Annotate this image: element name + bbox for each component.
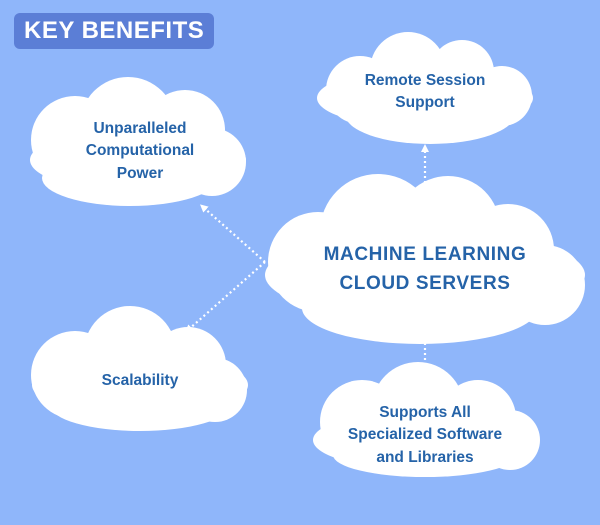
remote-session-label: Remote Session Support xyxy=(364,72,486,112)
specialized-software-label: Supports All Specialized Software and Li… xyxy=(347,404,503,466)
cloud-remote-session xyxy=(317,32,533,144)
cloud-computational-power xyxy=(30,77,246,206)
cloud-specialized-software xyxy=(313,362,540,477)
cloud-scalability xyxy=(31,306,248,431)
connector-computational-power xyxy=(200,204,266,263)
scalability-label: Scalability xyxy=(101,372,179,389)
center-label: MACHINE LEARNING CLOUD SERVERS xyxy=(323,244,527,295)
key-benefits-badge: KEY BENEFITS xyxy=(14,13,215,49)
connector-scalability xyxy=(185,261,266,333)
cloud-center xyxy=(265,174,585,344)
computational-power-label: Unparalleled Computational Power xyxy=(85,120,195,182)
